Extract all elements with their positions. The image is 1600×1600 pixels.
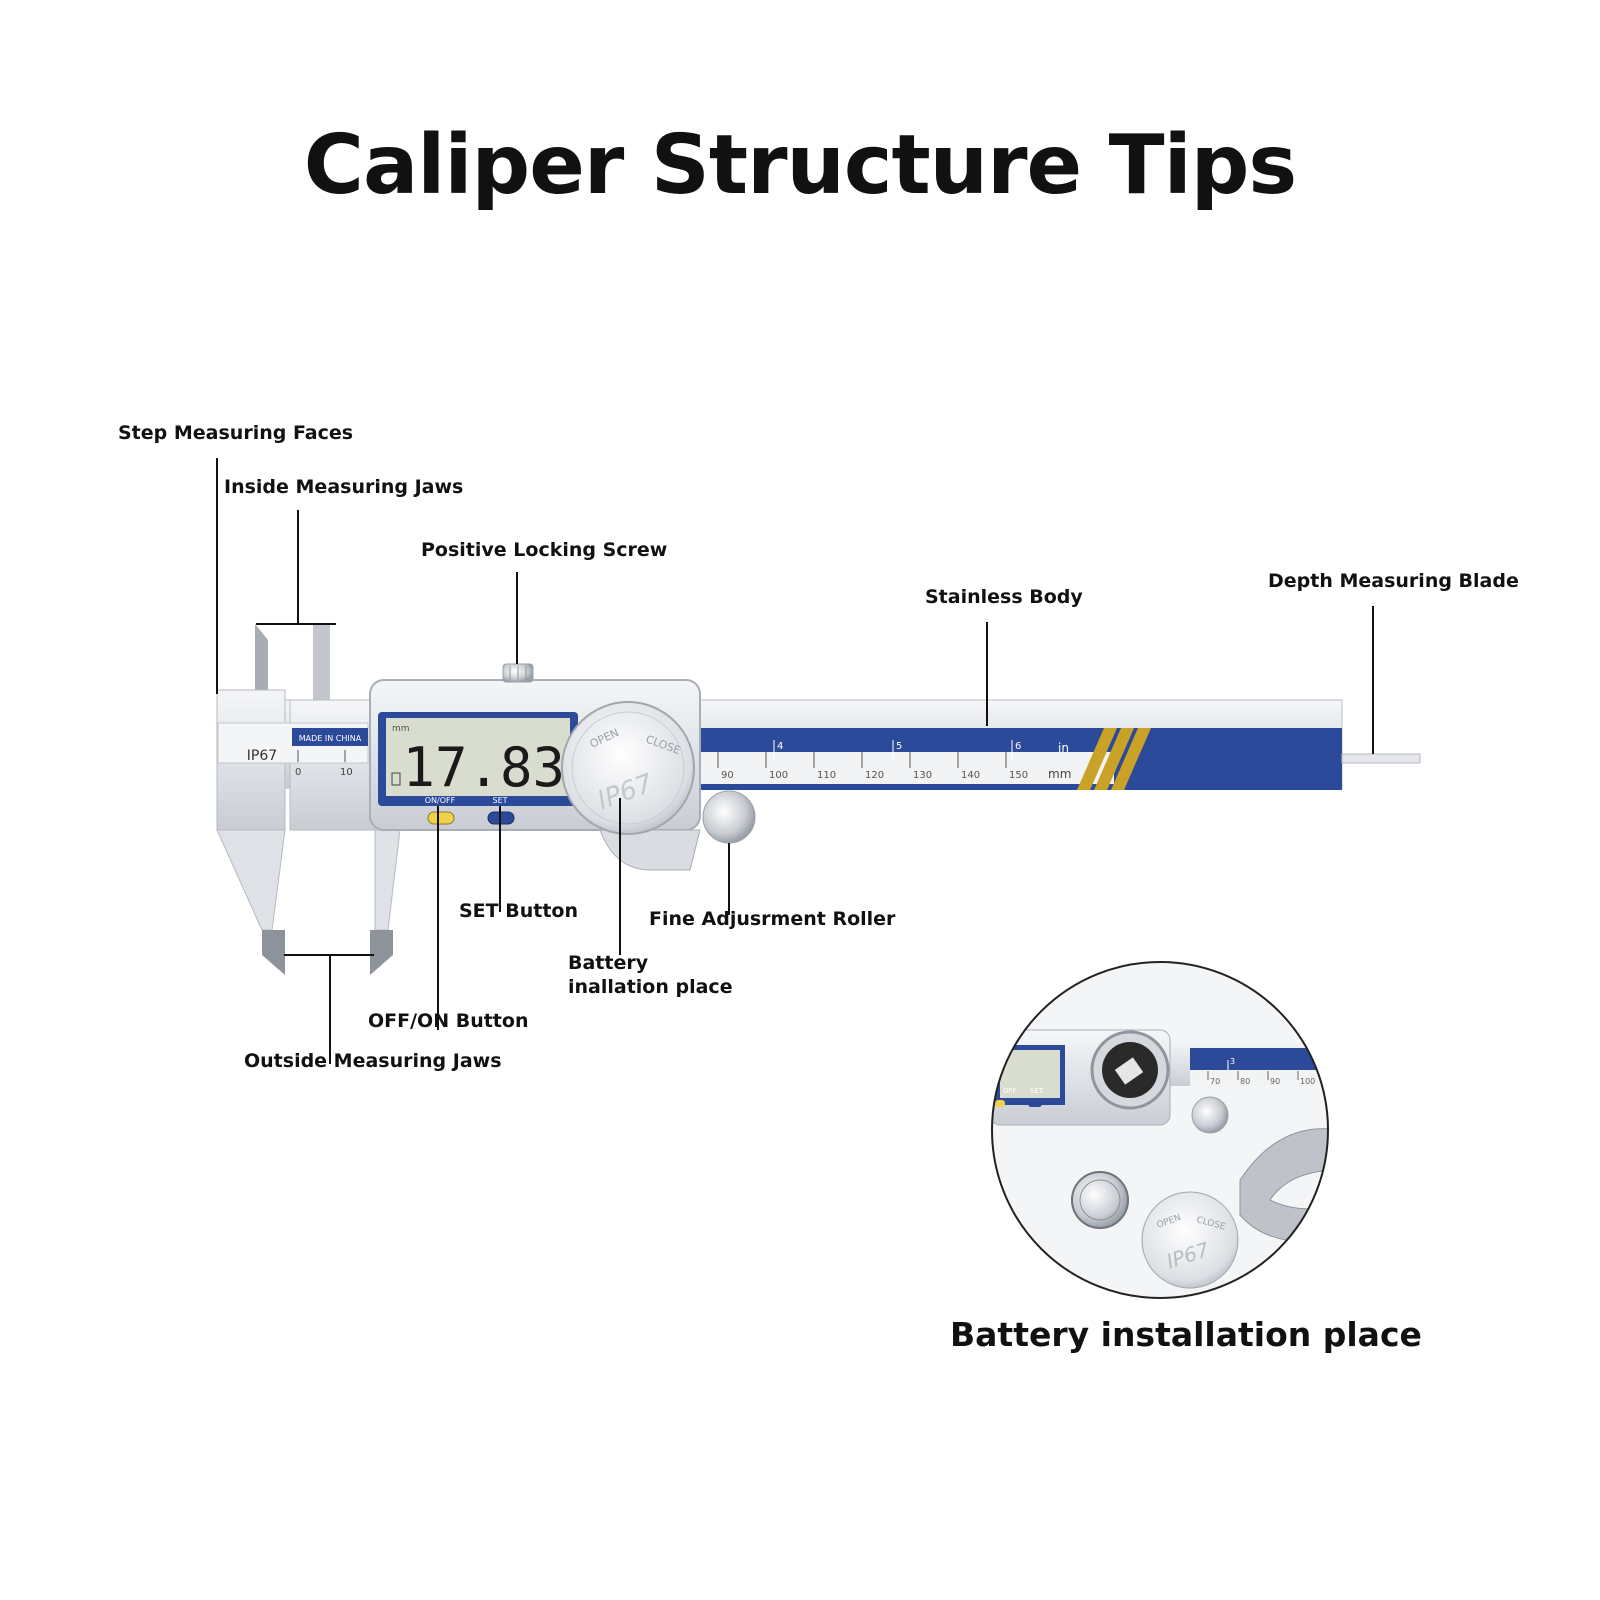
jaw-tick-10: 10 (340, 767, 353, 778)
jaw-tick-0: 0 (295, 767, 301, 778)
made-in-band (292, 728, 368, 746)
label-depth-measuring-blade: Depth Measuring Blade (1268, 570, 1519, 592)
battery-glyph-icon (391, 772, 401, 786)
inch-tick-label: 6 (1015, 741, 1021, 752)
label-inside-measuring-jaws: Inside Measuring Jaws (224, 476, 464, 498)
in-unit: in (1058, 741, 1069, 755)
inch-tick-label: 4 (777, 741, 783, 752)
inset-mm-tick-label: 100 (1300, 1077, 1315, 1086)
page-title: Caliper Structure Tips (303, 118, 1297, 213)
lcd-screen (386, 718, 570, 796)
label-positive-locking-screw: Positive Locking Screw (421, 539, 668, 561)
label-battery-line2: inallation place (568, 976, 733, 998)
inset-scale: 70 80 90 100 3 4 (1207, 1057, 1325, 1086)
locking-screw-icon[interactable] (502, 663, 534, 683)
inset-border (991, 961, 1329, 1299)
mm-tick-label: 110 (817, 770, 836, 781)
inset-mm-tick-label: 70 (1210, 1077, 1220, 1086)
inch-tick-label: 5 (896, 741, 902, 752)
lcd-reading: 17.83 (402, 736, 565, 799)
depth-blade (1341, 753, 1421, 764)
inset-onoff-label: OFF (1003, 1087, 1017, 1095)
set-label: SET (492, 796, 507, 805)
beam-scale: 90 100 110 120 130 140 150 4 5 6 (717, 740, 1028, 781)
inset-inch-tick-label: 3 (1230, 1057, 1235, 1066)
label-battery-line1: Battery (568, 952, 649, 974)
onoff-button[interactable] (427, 811, 455, 825)
inset-caption: Battery installation place (950, 1315, 1422, 1354)
fine-roller-icon[interactable] (702, 790, 756, 844)
mm-tick-label: 100 (769, 770, 788, 781)
fixed-jaw (216, 624, 286, 975)
mm-tick-label: 120 (865, 770, 884, 781)
onoff-label: ON/OFF (425, 796, 456, 805)
movable-jaw (289, 624, 401, 975)
label-outside-measuring-jaws: Outside Measuring Jaws (244, 1050, 502, 1072)
battery-cap[interactable] (561, 701, 695, 835)
lcd-unit: mm (392, 724, 410, 734)
made-in-text: MADE IN CHINA (299, 734, 362, 743)
inset-set-label: SET (1030, 1087, 1044, 1095)
label-fine-adjustment-roller: Fine Adjusrment Roller (649, 908, 896, 930)
label-stainless-body: Stainless Body (925, 586, 1083, 608)
battery-inset (992, 962, 1328, 1298)
leader-lines (216, 458, 1374, 1064)
mm-tick-label: 150 (1009, 770, 1028, 781)
mm-tick-label: 130 (913, 770, 932, 781)
rating-text: IP67 (247, 748, 277, 764)
inset-mm-tick-label: 80 (1240, 1077, 1250, 1086)
label-step-measuring-faces: Step Measuring Faces (118, 422, 354, 444)
mm-tick-label: 90 (721, 770, 734, 781)
label-set-button: SET Button (459, 900, 578, 922)
label-onoff-button: OFF/ON Button (368, 1010, 529, 1032)
inset-inch-tick-label: 4 (1320, 1057, 1325, 1066)
mm-tick-label: 140 (961, 770, 980, 781)
inset-mm-tick-label: 90 (1270, 1077, 1280, 1086)
mm-unit: mm (1048, 767, 1071, 781)
